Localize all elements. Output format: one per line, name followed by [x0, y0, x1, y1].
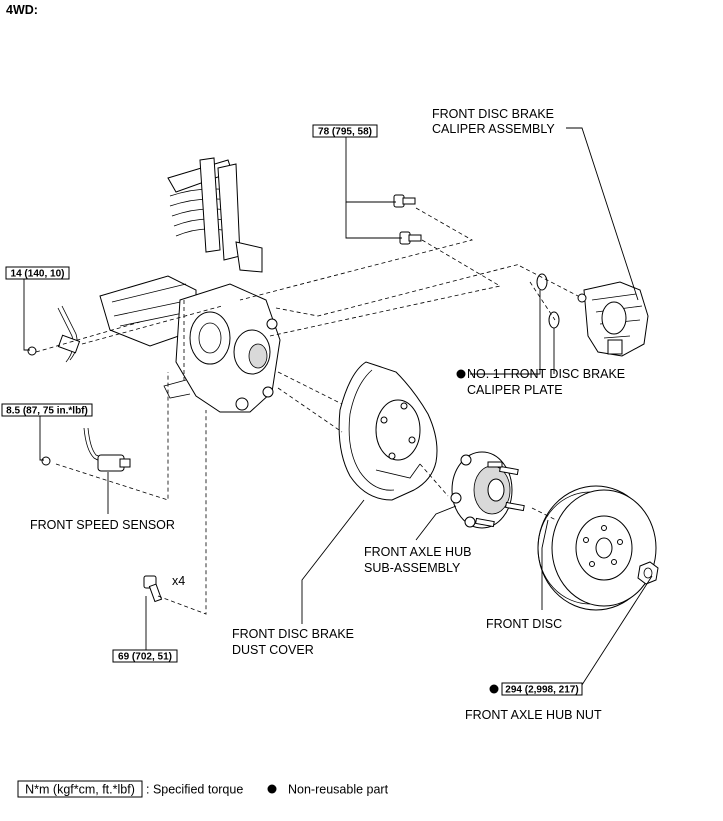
svg-text:294 (2,998, 217): 294 (2,998, 217) [505, 685, 578, 696]
sensor-bolt-icon [41, 456, 51, 466]
label-quantity: x4 [172, 574, 185, 588]
label-dust-line1: FRONT DISC BRAKE [232, 627, 354, 641]
caliper-bolt-upper-icon [393, 194, 416, 208]
label-speed-sensor: FRONT SPEED SENSOR [30, 518, 175, 532]
dust-cover [338, 361, 438, 501]
torque-callout-hub-bolt: 69 (702, 51) [112, 649, 178, 663]
torque-callout-hub-nut: 294 (2,998, 217) [489, 682, 583, 696]
front-speed-sensor [41, 427, 131, 472]
label-hub-line2: SUB-ASSEMBLY [364, 561, 461, 575]
speed-sensor-upper [27, 305, 81, 363]
label-dust-line2: DUST COVER [232, 643, 314, 657]
label-disc: FRONT DISC [486, 617, 562, 631]
axle-hub [450, 451, 525, 529]
caliper-bolt-lower-icon [399, 231, 422, 245]
sensor-bracket-bolt-icon [27, 346, 37, 356]
caliper-assembly [577, 281, 649, 357]
svg-text:14 (140, 10): 14 (140, 10) [11, 269, 65, 280]
leader-lines [23, 127, 653, 689]
label-caliper-line2: CALIPER ASSEMBLY [432, 122, 555, 136]
legend: N*m (kgf*cm, ft.*lbf) : Specified torque… [17, 780, 389, 798]
diagram-title: 4WD: [6, 3, 38, 17]
label-caliper-line1: FRONT DISC BRAKE [432, 107, 554, 121]
assembly-lines [35, 207, 579, 615]
nonreusable-icon [489, 684, 499, 694]
brake-disc [537, 485, 657, 611]
hub-nut-icon [637, 561, 659, 585]
caliper-bolts [393, 194, 422, 245]
torque-callout-sensor-bracket: 14 (140, 10) [5, 266, 70, 280]
nonreusable-icon [456, 369, 466, 379]
legend-torque-unit: N*m (kgf*cm, ft.*lbf) [25, 783, 135, 797]
caliper-plate [536, 273, 560, 329]
label-hub-nut: FRONT AXLE HUB NUT [465, 708, 602, 722]
svg-text:69 (702, 51): 69 (702, 51) [118, 652, 172, 663]
hub-bolt-icon [143, 575, 163, 603]
svg-text:78 (795, 58): 78 (795, 58) [318, 127, 372, 138]
legend-torque-desc: : Specified torque [146, 783, 243, 797]
steering-knuckle-assembly [99, 157, 281, 413]
label-hub-line1: FRONT AXLE HUB [364, 545, 471, 559]
torque-callout-sensor: 8.5 (87, 75 in.*lbf) [1, 403, 93, 417]
label-plate-line2: CALIPER PLATE [467, 383, 563, 397]
label-plate-line1: NO. 1 FRONT DISC BRAKE [467, 367, 625, 381]
nonreusable-legend-icon [267, 784, 277, 794]
torque-callout-caliper: 78 (795, 58) [312, 124, 378, 138]
svg-text:8.5 (87, 75 in.*lbf): 8.5 (87, 75 in.*lbf) [6, 406, 88, 417]
legend-nonreusable-desc: Non-reusable part [288, 783, 389, 797]
